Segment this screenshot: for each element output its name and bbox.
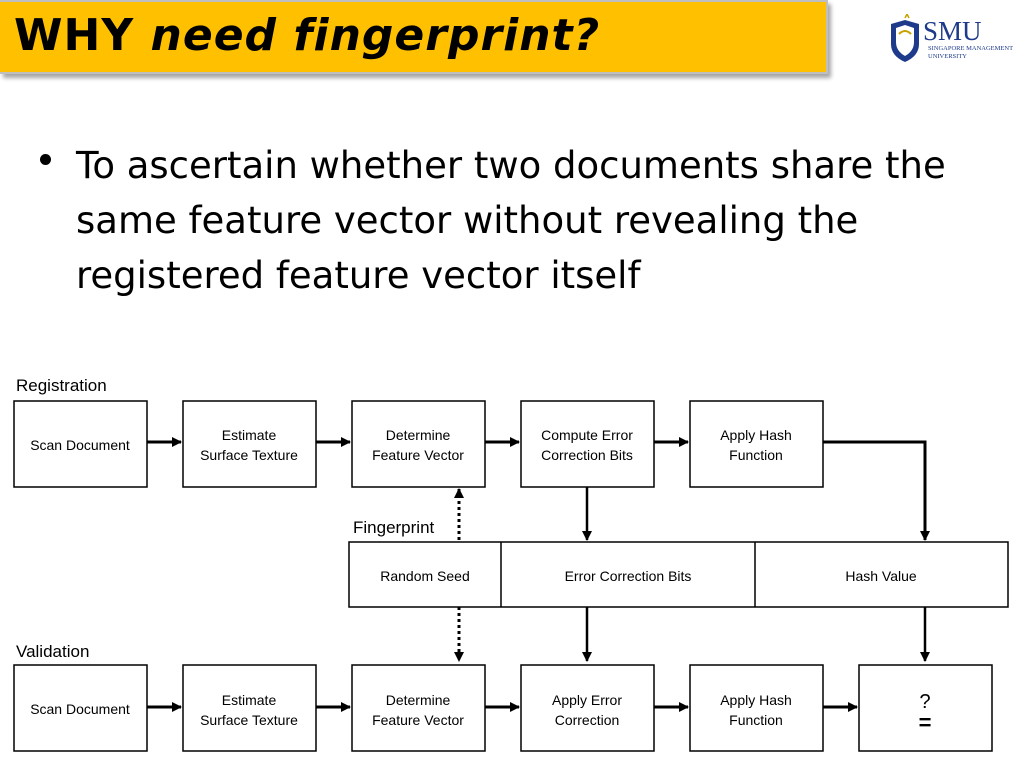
step-label-line1: Determine xyxy=(386,427,451,443)
fingerprint-record: Random Seed Error Correction Bits Hash V… xyxy=(348,541,1009,608)
step-label-line2: Function xyxy=(729,712,783,728)
logo-wordmark: SMU xyxy=(923,16,982,46)
validation-step-compare: ? = xyxy=(858,664,993,752)
step-label: Scan Document xyxy=(30,701,130,717)
step-label-line1: Apply Hash xyxy=(720,427,792,443)
step-label-line2: Feature Vector xyxy=(372,447,464,463)
registration-step-hash: Apply Hash Function xyxy=(689,400,824,488)
step-label-line2: Function xyxy=(729,447,783,463)
compare-equals-sign: = xyxy=(919,710,932,735)
step-label-line2: Feature Vector xyxy=(372,712,464,728)
validation-step-apply-correction: Apply Error Correction xyxy=(520,664,655,752)
registration-step-estimate: Estimate Surface Texture xyxy=(182,400,317,488)
validation-step-feature: Determine Feature Vector xyxy=(351,664,486,752)
fingerprint-label: Fingerprint xyxy=(353,518,435,537)
fingerprint-field-error-bits: Error Correction Bits xyxy=(565,568,692,584)
fingerprint-field-hash: Hash Value xyxy=(845,568,917,584)
logo-subline-2: UNIVERSITY xyxy=(928,53,967,60)
step-label-line1: Determine xyxy=(386,692,451,708)
validation-label: Validation xyxy=(16,642,89,661)
registration-step-scan: Scan Document xyxy=(13,400,148,488)
step-label-line1: Compute Error xyxy=(541,427,633,443)
step-label-line2: Surface Texture xyxy=(200,712,298,728)
bullet-dot-icon xyxy=(40,154,51,165)
step-label-line2: Surface Texture xyxy=(200,447,298,463)
step-label-line1: Apply Hash xyxy=(720,692,792,708)
step-label: Scan Document xyxy=(30,437,130,453)
step-label-line2: Correction xyxy=(555,712,620,728)
registration-step-feature: Determine Feature Vector xyxy=(351,400,486,488)
title-why: WHY xyxy=(14,10,135,61)
title-rest: need fingerprint? xyxy=(134,10,601,61)
arrow xyxy=(823,440,930,541)
step-label-line1: Estimate xyxy=(222,692,277,708)
smu-logo: SMU SINGAPORE MANAGEMENT UNIVERSITY xyxy=(888,14,1020,64)
step-label-line1: Apply Error xyxy=(552,692,622,708)
title-banner: WHY need fingerprint? xyxy=(0,0,828,74)
smu-crest-icon xyxy=(891,14,919,62)
compare-question-mark: ? xyxy=(919,691,930,713)
registration-step-error-bits: Compute Error Correction Bits xyxy=(520,400,655,488)
validation-step-estimate: Estimate Surface Texture xyxy=(182,664,317,752)
registration-label: Registration xyxy=(16,376,107,395)
logo-subline-1: SINGAPORE MANAGEMENT xyxy=(928,45,1014,52)
bullet-text: To ascertain whether two documents share… xyxy=(76,144,946,297)
fingerprint-field-random-seed: Random Seed xyxy=(380,568,470,584)
step-label-line1: Estimate xyxy=(222,427,277,443)
validation-step-hash: Apply Hash Function xyxy=(689,664,824,752)
step-label-line2: Correction Bits xyxy=(541,447,633,463)
validation-step-scan: Scan Document xyxy=(13,664,148,752)
slide-title: WHY need fingerprint? xyxy=(14,10,600,61)
